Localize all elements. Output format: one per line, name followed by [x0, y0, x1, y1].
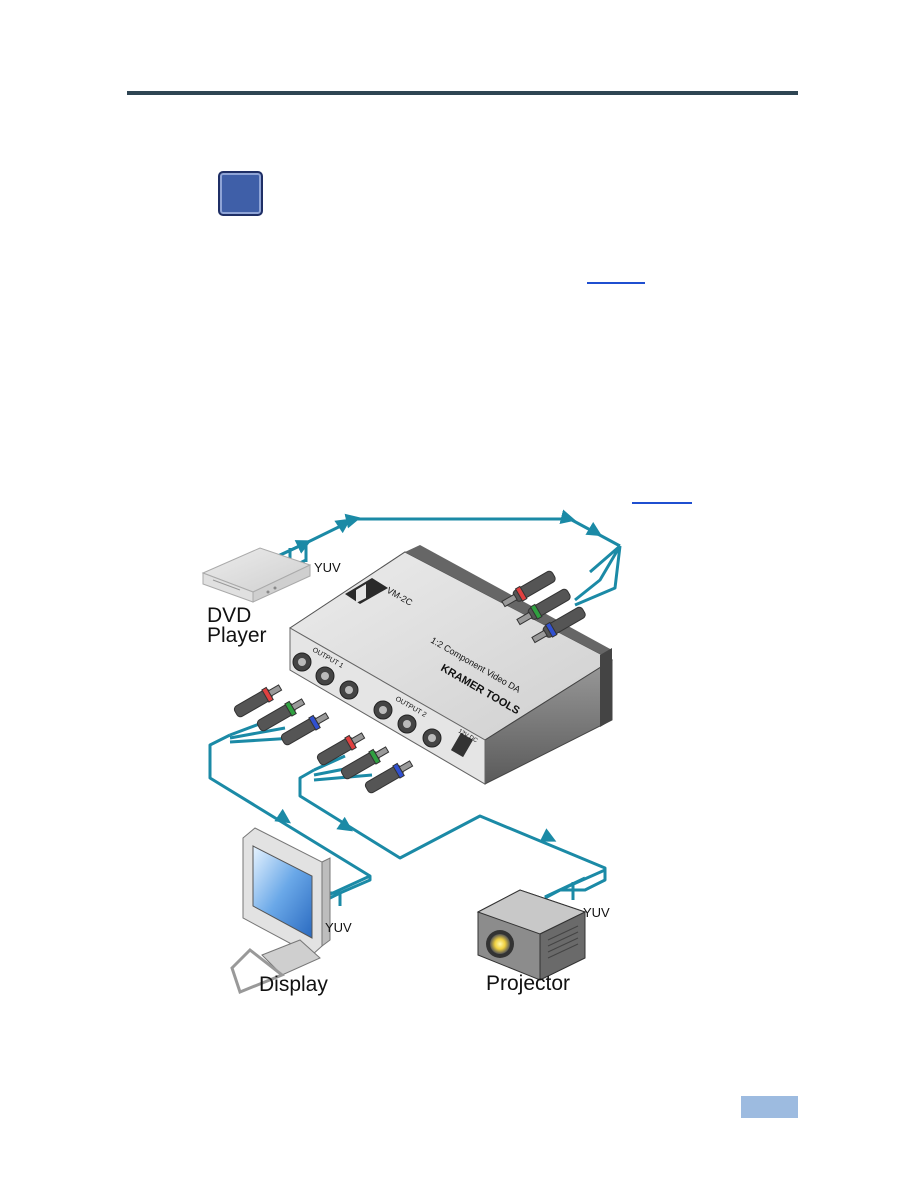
- cable-output2-projector: [298, 768, 607, 899]
- yuv-projector-label: YUV: [583, 905, 610, 920]
- rca-plugs-output2: [316, 732, 414, 794]
- arrow-projector: [539, 828, 557, 842]
- arrow-input: [334, 518, 351, 534]
- note-icon: [218, 171, 263, 216]
- arrow-projector: [336, 816, 353, 832]
- cable-dvd-input: [277, 509, 621, 558]
- display-monitor: [230, 827, 331, 994]
- cross-reference-link[interactable]: [632, 502, 692, 504]
- header-rule: [127, 91, 798, 95]
- dvd-player-label: DVD: [207, 604, 251, 627]
- rca-plugs-input: [501, 570, 586, 644]
- cable-group: [208, 509, 622, 918]
- arrow-input: [585, 521, 603, 537]
- yuv-dvd-label: YUV: [314, 560, 341, 575]
- rca-plugs-output1: [233, 684, 330, 746]
- display-label: Display: [259, 973, 328, 996]
- projector: [476, 889, 587, 981]
- cable-projector-bundle: [544, 868, 606, 900]
- yuv-display-label: YUV: [325, 920, 352, 935]
- cross-reference-link[interactable]: [587, 282, 645, 284]
- cable-input-fanout: [574, 544, 622, 607]
- arrow-display: [274, 808, 291, 824]
- page-number-box: [741, 1096, 798, 1118]
- projector-label: Projector: [486, 972, 570, 995]
- dvd-player-label-2: Player: [207, 624, 267, 647]
- dvd-player: [201, 547, 312, 603]
